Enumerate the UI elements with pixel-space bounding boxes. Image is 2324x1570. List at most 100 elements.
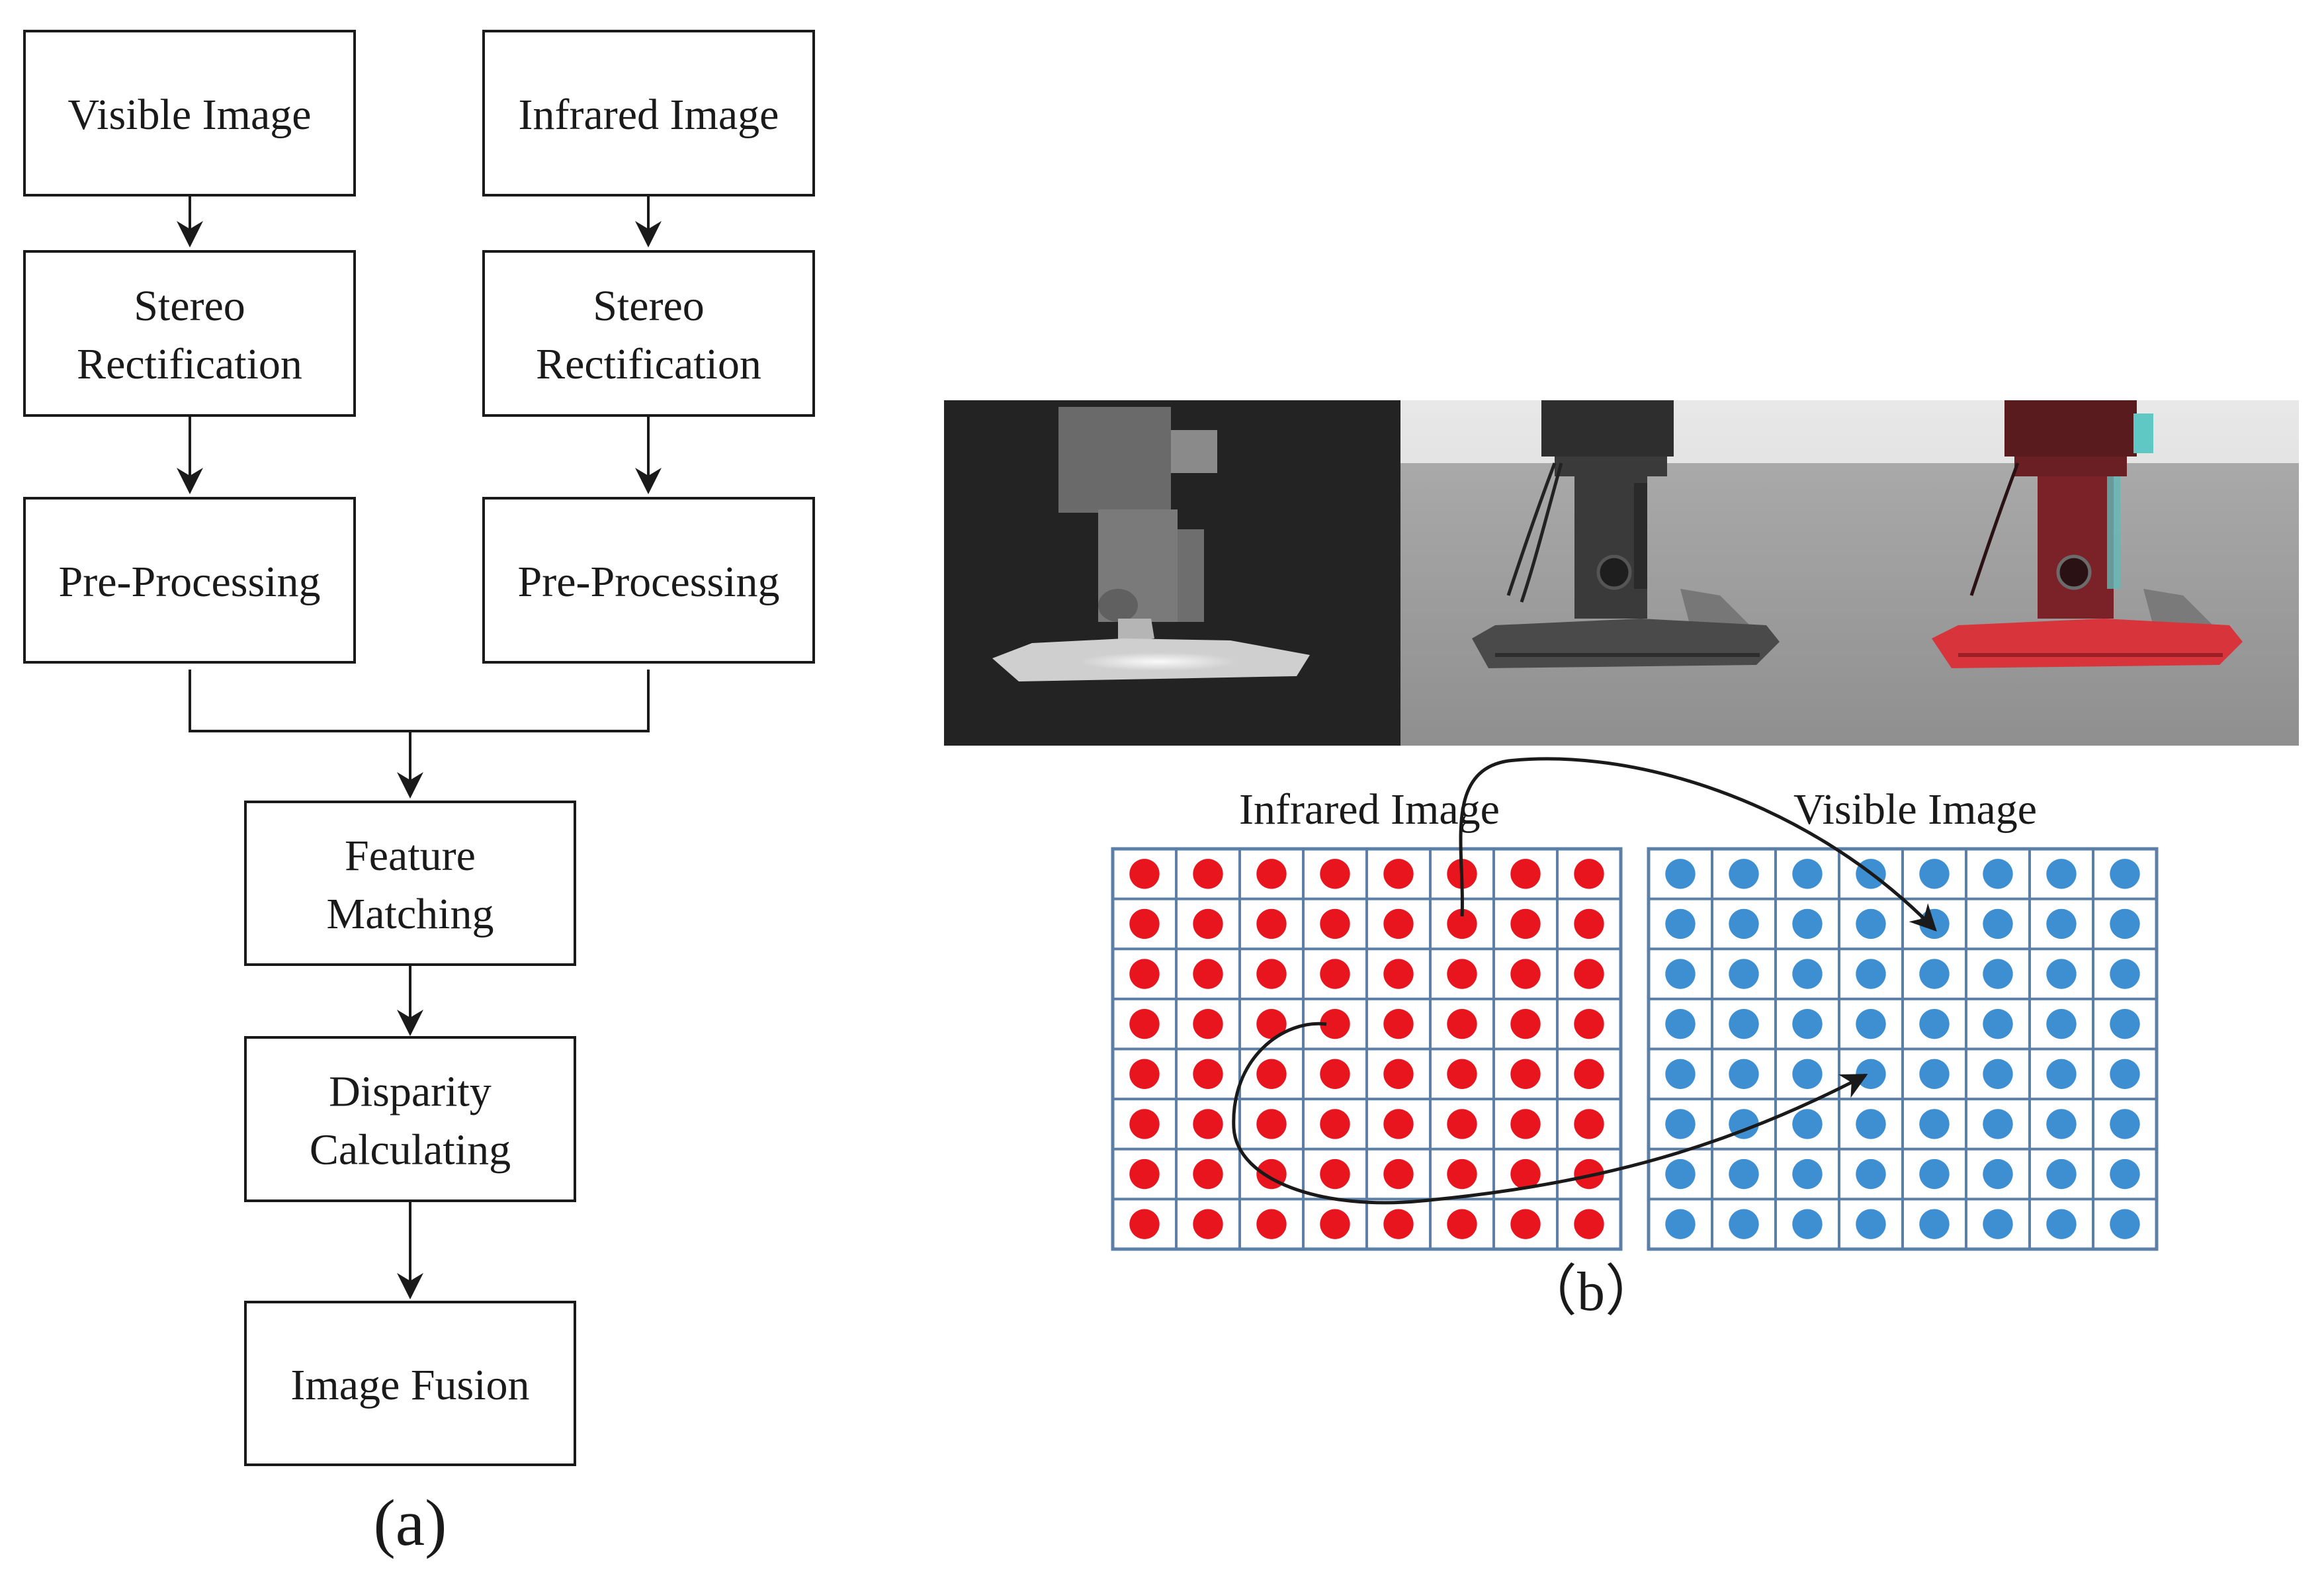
grid-dot: [2046, 1209, 2077, 1239]
infrared-grid-label: Infrared Image: [1239, 785, 1500, 834]
grid-dot: [1792, 859, 1823, 889]
node-box: [482, 30, 815, 196]
grid-dot: [1919, 859, 1950, 889]
grid-dot: [1919, 1009, 1950, 1039]
grid-dot: [1729, 1158, 1759, 1190]
grid-dot: [1729, 959, 1759, 989]
grid-dot: [1320, 1109, 1350, 1139]
grid-dot: [1856, 1109, 1886, 1139]
grid-dot: [1129, 908, 1160, 939]
node-box: [244, 1036, 576, 1202]
grid-dot: [1574, 1209, 1604, 1239]
grid-dot: [1383, 908, 1414, 939]
grid-dot: [1574, 1109, 1604, 1139]
grid-dot: [2110, 859, 2140, 889]
grid-dot: [1919, 959, 1950, 989]
grid-dot: [1856, 908, 1886, 939]
grid-dot: [1193, 859, 1223, 889]
match-curve-upper: [1459, 757, 1937, 932]
grid-dot: [2110, 1009, 2140, 1039]
grid-dot: [1193, 1209, 1223, 1239]
grid-dot: [1919, 1059, 1950, 1089]
grid-dot: [1129, 859, 1160, 889]
grid-dot: [2046, 1109, 2077, 1139]
grid-dot: [1729, 1059, 1759, 1089]
grid-dot: [1383, 859, 1414, 889]
infrared-grid: [1111, 847, 1623, 1251]
grid-dot: [2046, 959, 2077, 989]
grid-dot: [1919, 1209, 1950, 1239]
grid-dot: [2110, 1158, 2140, 1190]
grid-dot: [1792, 959, 1823, 989]
grid-dot: [1256, 959, 1287, 989]
grid-dot: [1574, 959, 1604, 989]
grid-dot: [1729, 1209, 1759, 1239]
node-label: Pre-Processing: [518, 558, 780, 606]
grid-dot: [1129, 1059, 1160, 1089]
grid-dot: [1856, 1009, 1886, 1039]
node-box: [23, 30, 356, 196]
grid-dot: [1510, 1158, 1541, 1190]
grid-dot: [1256, 1009, 1287, 1039]
visible-grayscale-photo: [1400, 400, 1842, 746]
grid-dot: [1574, 859, 1604, 889]
node-pre-processing-right: Pre-Processing: [482, 497, 815, 664]
grid-dot: [1983, 859, 2013, 889]
grid-dot: [1665, 959, 1696, 989]
grid-dot: [1792, 1009, 1823, 1039]
grid-dot: [1574, 1158, 1604, 1190]
node-box: [23, 250, 356, 417]
grid-dot: [1983, 1009, 2013, 1039]
node-box: [482, 497, 815, 664]
grid-dot: [1792, 1158, 1823, 1190]
matching-grids: Infrared Image Visible Image （b）: [1111, 757, 2159, 1323]
grid-dot: [1383, 1158, 1414, 1190]
node-label: Visible Image: [67, 91, 311, 139]
grid-dot: [1665, 1158, 1696, 1190]
grid-dot: [1193, 959, 1223, 989]
grid-dot: [1856, 959, 1886, 989]
node-box: [482, 250, 815, 417]
grid-dot: [1665, 1109, 1696, 1139]
grid-dot: [1792, 1209, 1823, 1239]
grid-dot: [1320, 959, 1350, 989]
flowchart-nodes: Visible Image Infrared ImageStereoRectifi…: [23, 30, 815, 1466]
node-pre-processing-left: Pre-Processing: [23, 497, 356, 664]
node-label: Rectification: [536, 340, 761, 388]
grid-dot: [1447, 908, 1477, 939]
grid-dot: [1129, 1009, 1160, 1039]
match-curve-lower: [1232, 1022, 1868, 1205]
grid-dot: [1510, 1009, 1541, 1039]
node-image-fusion: Image Fusion: [244, 1301, 576, 1466]
grid-dot: [1320, 859, 1350, 889]
grid-dot: [2046, 1158, 2077, 1190]
grid-dot: [1792, 1109, 1823, 1139]
grid-dot: [1983, 1158, 2013, 1190]
grid-dot: [1256, 1059, 1287, 1089]
grid-dot: [1983, 908, 2013, 939]
grid-dot: [1665, 1059, 1696, 1089]
grid-dot: [1320, 1209, 1350, 1239]
grid-dot: [2110, 1059, 2140, 1089]
grid-dot: [1510, 859, 1541, 889]
grid-dot: [1256, 1209, 1287, 1239]
grid-dot: [1383, 1059, 1414, 1089]
node-label: Infrared Image: [519, 91, 779, 139]
grid-dot: [1447, 1209, 1477, 1239]
grid-dot: [1792, 1059, 1823, 1089]
fused-overlay-photo: [1842, 400, 2299, 746]
node-box: [244, 1301, 576, 1466]
grid-dot: [1129, 959, 1160, 989]
grid-dot: [1320, 1009, 1350, 1039]
grid-dot: [1193, 1059, 1223, 1089]
grid-dot: [1129, 1209, 1160, 1239]
grid-dot: [1856, 1158, 1886, 1190]
grid-dot: [1510, 959, 1541, 989]
grid-dot: [1193, 1158, 1223, 1190]
grid-dot: [1256, 908, 1287, 939]
grid-dot: [1983, 1059, 2013, 1089]
